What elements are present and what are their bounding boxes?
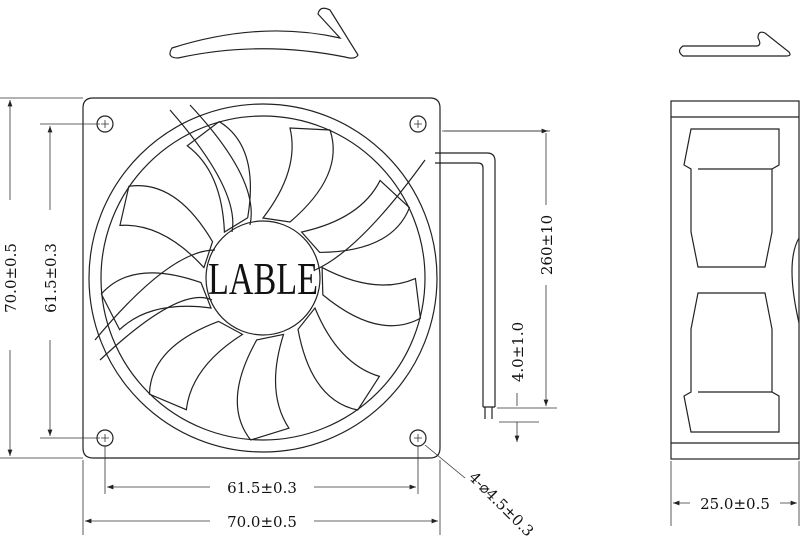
fan-blade	[148, 320, 244, 411]
fan-blade	[100, 272, 212, 331]
dim-hole-spacing-vertical: 61.5±0.3	[42, 243, 60, 313]
dim-lead-length: 260±10	[538, 215, 556, 275]
fan-blade	[236, 333, 290, 441]
rotation-arrow-icon	[169, 7, 359, 59]
fan-blade	[297, 306, 381, 411]
airflow-arrow-icon	[678, 31, 791, 57]
dim-hole-spacing-horizontal: 61.5±0.3	[227, 479, 297, 497]
fan-blade	[186, 120, 251, 234]
dim-hole-spec: 4-⌀4.5±0.3	[465, 468, 537, 537]
fan-blade	[119, 185, 214, 269]
dim-strip-length: 4.0±1.0	[509, 322, 527, 382]
dim-overall-height: 70.0±0.5	[2, 243, 20, 313]
dimension-lines	[0, 97, 800, 535]
dim-overall-width: 70.0±0.5	[227, 513, 297, 531]
fan-front-view: LABLE	[82, 97, 496, 459]
dim-thickness: 25.0±0.5	[700, 495, 770, 513]
fan-blade	[300, 179, 411, 254]
fan-label: LABLE	[208, 253, 318, 304]
fan-blade	[261, 127, 334, 223]
lead-wires	[435, 152, 496, 419]
fan-side-view	[670, 100, 800, 460]
fan-blade	[321, 266, 422, 327]
